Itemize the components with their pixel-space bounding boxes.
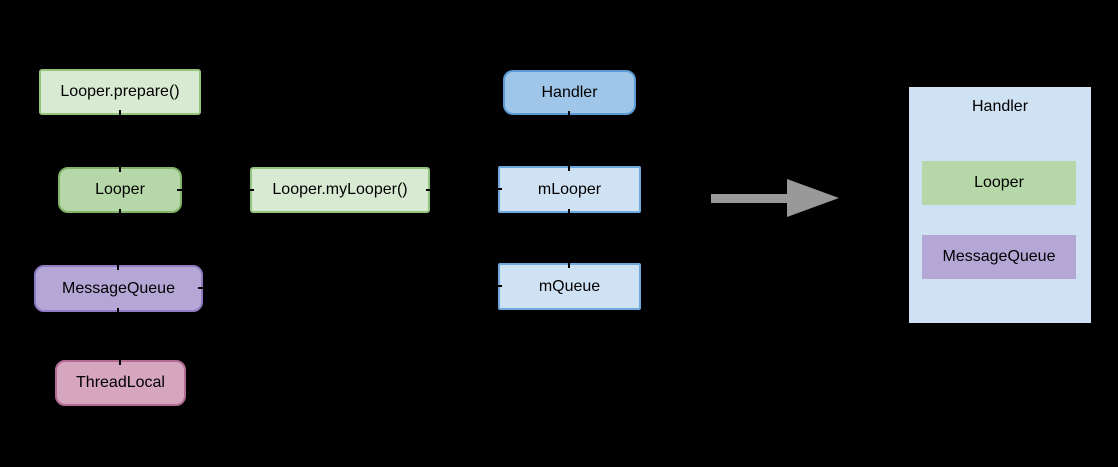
connector-stub — [245, 189, 254, 191]
node-handler-label: Handler — [541, 83, 598, 101]
right-arrow-shaft — [711, 194, 789, 203]
node-looper: Looper — [58, 167, 182, 213]
connector-stub — [119, 209, 121, 218]
node-looper-prepare-label: Looper.prepare() — [60, 83, 180, 100]
connector-stub — [568, 162, 570, 171]
node-looper-prepare: Looper.prepare() — [39, 69, 201, 115]
result-inner-messagequeue: MessageQueue — [922, 235, 1076, 279]
connector-stub — [493, 285, 502, 287]
connector-stub — [426, 189, 435, 191]
connector-stub — [568, 209, 570, 218]
connector-stub — [198, 287, 207, 289]
connector-stub — [119, 110, 121, 119]
connector-stub — [119, 356, 121, 365]
node-messagequeue: MessageQueue — [34, 265, 203, 312]
result-handler-container: Handler Looper MessageQueue — [909, 87, 1091, 323]
node-mqueue-label: mQueue — [538, 277, 601, 295]
result-inner-looper-label: Looper — [974, 174, 1024, 191]
connector-stub — [493, 188, 502, 190]
node-threadlocal-label: ThreadLocal — [76, 374, 165, 391]
right-arrow-icon — [787, 179, 839, 217]
result-inner-looper: Looper — [922, 161, 1076, 205]
result-inner-messagequeue-label: MessageQueue — [942, 248, 1056, 265]
connector-stub — [117, 261, 119, 270]
connector-stub — [117, 308, 119, 317]
node-messagequeue-label: MessageQueue — [62, 279, 175, 297]
node-looper-mylooper: Looper.myLooper() — [250, 167, 430, 213]
connector-stub — [568, 111, 570, 120]
node-threadlocal: ThreadLocal — [55, 360, 186, 406]
connector-stub — [568, 259, 570, 268]
node-mqueue: mQueue — [498, 263, 641, 310]
connector-stub — [177, 189, 186, 191]
result-handler-title: Handler — [971, 98, 1029, 115]
node-mlooper: mLooper — [498, 166, 641, 213]
node-mlooper-label: mLooper — [537, 180, 602, 198]
node-looper-label: Looper — [95, 181, 145, 198]
node-handler: Handler — [503, 70, 636, 115]
connector-stub — [119, 163, 121, 172]
node-looper-mylooper-label: Looper.myLooper() — [272, 181, 408, 198]
